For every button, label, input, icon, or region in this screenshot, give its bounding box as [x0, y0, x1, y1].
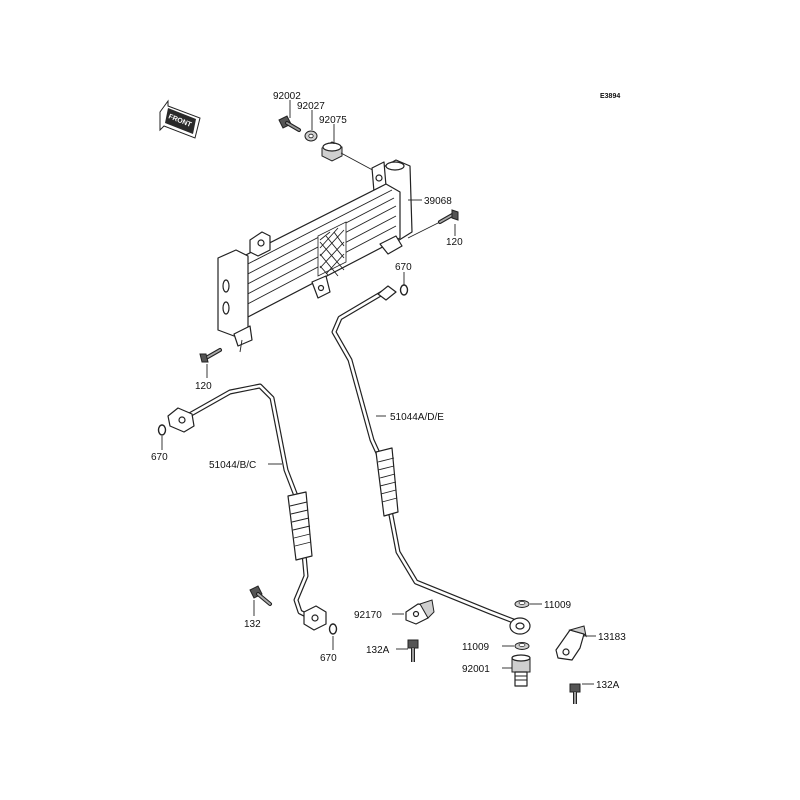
- bolt-132a-right: [569, 683, 581, 704]
- label-51044a-d-e: 51044A/D/E: [390, 412, 444, 423]
- o-ring-670-upper: [399, 284, 409, 296]
- gasket-11009-lower: [514, 642, 530, 650]
- collar-92027: [304, 130, 318, 142]
- o-ring-670-left: [157, 424, 167, 436]
- oil-hose-51044a-d-e: [331, 285, 531, 635]
- bolt-132: [249, 585, 272, 606]
- clamp-92170: [405, 599, 435, 625]
- bolt-92002: [278, 115, 301, 132]
- bracket-13183: [555, 625, 587, 661]
- front-direction-marker: FRONT: [159, 99, 201, 139]
- bolt-120-left: [199, 348, 222, 363]
- label-13183: 13183: [598, 632, 626, 643]
- union-bolt-92001: [511, 654, 531, 687]
- label-92001: 92001: [462, 664, 490, 675]
- label-92002: 92002: [273, 91, 301, 102]
- o-ring-670-lower: [328, 623, 338, 635]
- leader-lines: [161, 100, 596, 685]
- dashed-mount-line-left: [239, 339, 243, 353]
- oil-cooler-39068: [217, 159, 413, 347]
- label-92075: 92075: [319, 115, 347, 126]
- label-39068: 39068: [424, 196, 452, 207]
- label-670-lower: 670: [320, 653, 337, 664]
- label-670-upper: 670: [395, 262, 412, 273]
- label-120-right: 120: [446, 237, 463, 248]
- label-92027: 92027: [297, 101, 325, 112]
- label-132: 132: [244, 619, 261, 630]
- label-132a-right: 132A: [596, 680, 620, 691]
- gasket-11009-upper: [514, 600, 530, 608]
- label-670-left: 670: [151, 452, 168, 463]
- label-11009-lower: 11009: [462, 642, 490, 653]
- drawing-code: E3894: [600, 93, 620, 100]
- label-11009-upper: 11009: [544, 600, 572, 611]
- label-51044-b-c: 51044/B/C: [209, 460, 256, 471]
- oil-hose-51044-b-c: [167, 383, 327, 631]
- label-120-left: 120: [195, 381, 212, 392]
- bolt-120-right: [438, 209, 459, 224]
- grommet-92075: [321, 141, 343, 162]
- label-92170: 92170: [354, 610, 382, 621]
- label-132a-left: 132A: [366, 645, 390, 656]
- bolt-132a-left: [407, 639, 419, 662]
